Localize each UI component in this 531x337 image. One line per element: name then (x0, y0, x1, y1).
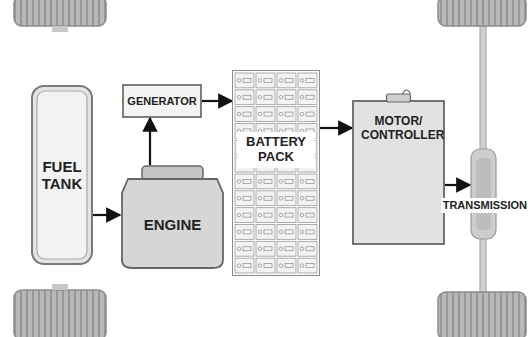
fuel-tank: FUEL TANK (31, 85, 93, 265)
wheels (14, 0, 526, 337)
generator-box: GENERATOR (122, 84, 202, 118)
generator-box-label: GENERATOR (127, 95, 196, 108)
battery-outline (232, 70, 320, 276)
flow-arrow (93, 214, 120, 216)
fuel-tank-label: FUEL TANK (36, 158, 88, 193)
flow-arrow (202, 100, 232, 102)
battery-pack-label: BATTERY PACK (237, 132, 315, 168)
flow-arrow (149, 118, 151, 165)
motor-controller-label: MOTOR/ CONTROLLER (361, 115, 436, 143)
transmission-housing-label: TRANSMISSION (441, 198, 529, 213)
engine-block: ENGINE (120, 165, 225, 270)
trans-outline (470, 148, 497, 240)
flow-arrow (320, 127, 352, 129)
transmission-housing: TRANSMISSION (470, 148, 497, 240)
engine-block-label: ENGINE (144, 216, 202, 233)
flow-arrow (445, 184, 470, 186)
battery-pack: BATTERY PACK (232, 70, 320, 276)
motor-controller: MOTOR/ CONTROLLER (352, 93, 445, 245)
